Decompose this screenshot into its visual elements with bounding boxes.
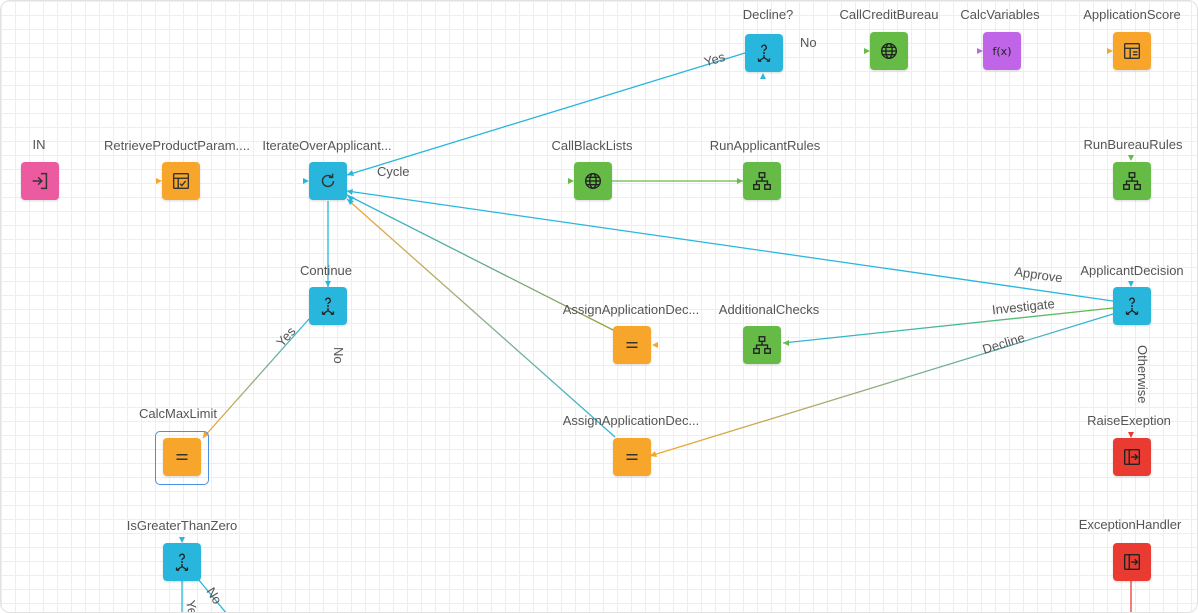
label-decline-q: Decline? [742, 7, 794, 22]
node-decline-q[interactable] [745, 34, 783, 72]
edge-appdecision-assign2 [649, 313, 1114, 457]
equals-icon [626, 341, 638, 349]
node-appscore[interactable] [1113, 32, 1151, 70]
label-continue: Continue [299, 263, 353, 278]
exit-icon [1123, 448, 1141, 466]
edge-label-no-decline: No [800, 35, 817, 50]
label-handler: ExceptionHandler [1078, 517, 1182, 532]
globe-icon [880, 42, 898, 60]
node-calcmax[interactable] [163, 438, 201, 476]
node-addchecks[interactable] [743, 326, 781, 364]
selection-outline [155, 431, 209, 485]
arrow-appdecision [1128, 281, 1134, 287]
node-runapplicant[interactable] [743, 162, 781, 200]
label-runapplicant: RunApplicantRules [709, 138, 821, 153]
edge-isgreater-no [197, 578, 227, 612]
function-icon: f(x) [992, 44, 1012, 58]
node-callblack[interactable] [574, 162, 612, 200]
edge-appdecision-addchecks [782, 307, 1114, 344]
node-calcvars[interactable]: f(x) [983, 32, 1021, 70]
label-retrieve: RetrieveProductParam.... [104, 138, 250, 153]
label-appdecision: ApplicantDecision [1080, 263, 1184, 278]
exit-icon [1123, 553, 1141, 571]
edge-label-no-continue: No [331, 347, 346, 364]
arrow-iterate-from-decline [347, 170, 354, 176]
arrow-iterate-from-assign2 [347, 199, 354, 205]
label-runbureau: RunBureauRules [1083, 137, 1183, 152]
label-isgreater: IsGreaterThanZero [126, 518, 238, 533]
label-calcmax: CalcMaxLimit [138, 406, 218, 421]
label-calcvars: CalcVariables [960, 7, 1040, 22]
edge-label-otherwise: Otherwise [1135, 345, 1150, 404]
arrow-retrieve [156, 178, 162, 184]
label-assign2: AssignApplicationDec... [562, 413, 700, 428]
edge-assign1-iterate [346, 194, 616, 332]
table-icon [1123, 42, 1141, 60]
decision-icon [175, 553, 189, 571]
edge-label-no-greater: No [203, 585, 225, 607]
arrow-raise [1128, 432, 1134, 438]
label-raise: RaiseExeption [1087, 413, 1171, 428]
node-assign2[interactable] [613, 438, 651, 476]
arrow-isgreater [179, 537, 185, 543]
edge-label-decline: Decline [981, 330, 1027, 357]
checklist-icon [172, 172, 190, 190]
arrow-addchecks [783, 340, 789, 346]
arrow-callblack [568, 178, 574, 184]
login-icon [32, 172, 48, 190]
edge-label-yes-continue: Yes [273, 323, 299, 349]
label-callcredit: CallCreditBureau [839, 7, 939, 22]
node-continue[interactable] [309, 287, 347, 325]
arrow-iterate-from-approve [347, 189, 353, 195]
node-raise[interactable] [1113, 438, 1151, 476]
node-handler[interactable] [1113, 543, 1151, 581]
arrow-assign2 [650, 451, 657, 457]
edge-label-investigate: Investigate [991, 296, 1055, 317]
arrow-assign1 [652, 342, 658, 348]
arrow-appscore [1107, 48, 1113, 54]
hierarchy-icon [1123, 172, 1141, 190]
label-iterate: IterateOverApplicant... [262, 138, 392, 153]
node-in[interactable] [21, 162, 59, 200]
arrow-iterate-in [303, 178, 309, 184]
equals-icon [626, 453, 638, 461]
globe-icon [584, 172, 602, 190]
edge-continue-calcmax [202, 318, 310, 439]
arrow-runbureau [1128, 155, 1134, 161]
edge-label-approve: Approve [1014, 264, 1064, 286]
edge-assign2-iterate [346, 198, 616, 438]
arrow-runapplicant [737, 178, 743, 184]
label-in: IN [32, 137, 46, 152]
label-appscore: ApplicationScore [1083, 7, 1181, 22]
node-retrieve[interactable] [162, 162, 200, 200]
hierarchy-icon [753, 172, 771, 190]
decision-icon [1125, 297, 1139, 315]
edge-decline-iterate [346, 52, 746, 176]
arrow-calcvars [977, 48, 983, 54]
arrow-decline-q [760, 73, 766, 79]
node-callcredit[interactable] [870, 32, 908, 70]
decision-icon [321, 297, 335, 315]
edge-label-yes-decline: Yes [702, 49, 727, 70]
edge-label-yes-greater: Yes [183, 599, 202, 613]
node-appdecision[interactable] [1113, 287, 1151, 325]
node-runbureau[interactable] [1113, 162, 1151, 200]
arrow-callcredit [864, 48, 870, 54]
node-isgreater[interactable] [163, 543, 201, 581]
label-callblack: CallBlackLists [551, 138, 633, 153]
node-assign1[interactable] [613, 326, 651, 364]
arrow-continue [325, 281, 331, 287]
decision-icon [757, 44, 771, 62]
refresh-icon [321, 173, 335, 188]
edge-label-cycle: Cycle [377, 164, 410, 179]
edge-appdecision-iterate [346, 190, 1114, 302]
node-iterate[interactable] [309, 162, 347, 200]
label-addchecks: AdditionalChecks [718, 302, 820, 317]
label-assign1: AssignApplicationDec... [562, 302, 700, 317]
arrow-iterate-from-assign1 [347, 195, 354, 202]
hierarchy-icon [753, 336, 771, 354]
equals-icon [176, 453, 188, 461]
